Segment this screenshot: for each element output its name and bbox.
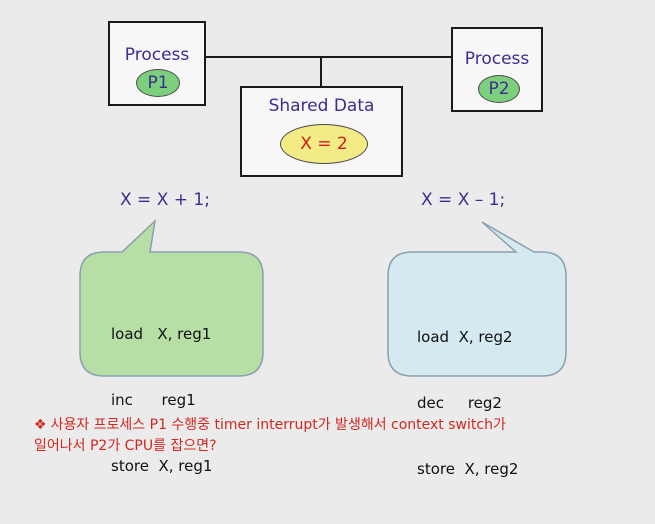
right-code-block: load X, reg2 dec reg2 store X, reg2 [417, 282, 518, 524]
process-p1-title: Process [124, 45, 190, 65]
process-p2-box: Process P2 [451, 27, 543, 112]
left-code-line: store X, reg1 [111, 457, 213, 475]
right-code-line: store X, reg2 [417, 460, 519, 478]
footnote: ❖사용자 프로세스 P1 수행중 timer interrupt가 발생해서 c… [34, 415, 634, 457]
shared-data-box: Shared Data X = 2 [240, 86, 403, 177]
right-code-line: load X, reg2 [417, 328, 513, 346]
right-speech-bubble [387, 221, 567, 377]
shared-data-value: X = 2 [280, 124, 368, 164]
left-code-block: load X, reg1 inc reg1 store X, reg1 [111, 279, 212, 521]
footnote-text-line-1: 사용자 프로세스 P1 수행중 timer interrupt가 발생해서 co… [50, 417, 506, 433]
left-formula: X = X + 1; [120, 190, 210, 210]
footnote-line-1: ❖사용자 프로세스 P1 수행중 timer interrupt가 발생해서 c… [34, 415, 634, 436]
process-p1-badge: P1 [136, 69, 180, 97]
left-code-line: inc reg1 [111, 391, 196, 409]
diamond-bullet-icon: ❖ [34, 417, 47, 433]
diagram: Process P1 Process P2 Shared Data X = 2 … [34, 21, 634, 478]
diagram-graphics [79, 56, 567, 377]
process-p2-title: Process [464, 49, 530, 69]
process-p2-badge: P2 [478, 75, 520, 103]
left-speech-bubble [79, 218, 264, 377]
right-code-line: dec reg2 [417, 394, 502, 412]
shared-data-title: Shared Data [268, 96, 375, 116]
left-code-line: load X, reg1 [111, 325, 212, 343]
process-p1-box: Process P1 [108, 21, 206, 106]
right-formula: X = X – 1; [421, 190, 506, 210]
footnote-text-line-2: 일어나서 P2가 CPU를 잡으면? [34, 438, 217, 454]
